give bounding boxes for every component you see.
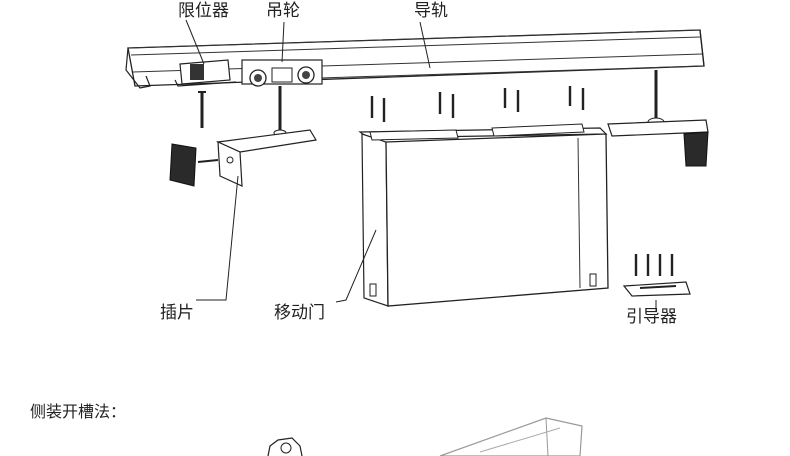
side-mount-diagram-partial [267, 417, 583, 456]
leader-lines [185, 19, 657, 312]
rubber-block [169, 143, 219, 187]
track-end-bracket [607, 70, 709, 167]
insert-bracket [215, 129, 317, 187]
floor-guide [622, 254, 691, 297]
label-limiter: 限位器 [178, 1, 229, 21]
caption-side-mount-method: 侧装开槽法： [30, 402, 127, 421]
label-sliding-door: 移动门 [274, 303, 325, 323]
label-track: 导轨 [414, 1, 448, 21]
limiter-bolt [198, 91, 206, 128]
limiter [174, 59, 237, 87]
label-guide: 引导器 [626, 307, 677, 327]
wheel-bolt [273, 86, 287, 137]
label-hanging-wheel: 吊轮 [266, 1, 300, 21]
hanging-wheel [241, 59, 323, 87]
label-insert: 插片 [160, 303, 194, 323]
door-top-screws [370, 86, 585, 122]
sliding-door [358, 123, 609, 307]
